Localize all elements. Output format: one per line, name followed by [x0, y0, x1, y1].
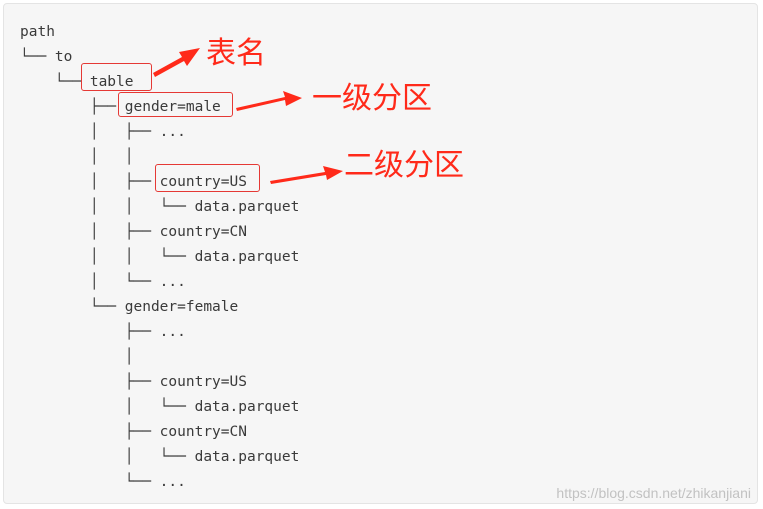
- arrow-icon: [236, 91, 302, 111]
- tree-line: ├── ...: [20, 324, 186, 340]
- tree-line: │ └── data.parquet: [20, 399, 300, 415]
- tree-line: ├── gender=male: [20, 99, 221, 115]
- tree-line: └── gender=female: [20, 299, 239, 315]
- tree-line: │ ├── country=US: [20, 174, 247, 190]
- country-highlight-box: [155, 164, 260, 192]
- annotation-table-name: 表名: [206, 36, 266, 71]
- table-highlight-box: [81, 63, 152, 91]
- tree-line: ├── country=CN: [20, 424, 247, 440]
- tree-line: └── table: [20, 74, 134, 90]
- tree-line: ├── country=US: [20, 374, 247, 390]
- code-block: path └── to └── table ├── gender=male │ …: [3, 3, 758, 504]
- tree-line: │ ├── country=CN: [20, 224, 247, 240]
- tree-line: path: [20, 24, 55, 40]
- tree-line: │ ├── ...: [20, 124, 186, 140]
- arrow-icon: [153, 48, 200, 77]
- gender-highlight-box: [118, 92, 233, 117]
- tree-line: └── to: [20, 49, 73, 65]
- tree-line: └── ...: [20, 474, 186, 490]
- tree-line: │ └── data.parquet: [20, 449, 300, 465]
- tree-line: │: [20, 349, 134, 365]
- tree-line: │ │ └── data.parquet: [20, 199, 300, 215]
- tree-line: │ │: [20, 149, 134, 165]
- annotation-level1: 一级分区: [312, 81, 432, 116]
- tree-line: │ └── ...: [20, 274, 186, 290]
- arrow-icon: [270, 166, 343, 184]
- annotation-level2: 二级分区: [344, 148, 464, 183]
- watermark: https://blog.csdn.net/zhikanjiani: [556, 485, 751, 501]
- tree-line: │ │ └── data.parquet: [20, 249, 300, 265]
